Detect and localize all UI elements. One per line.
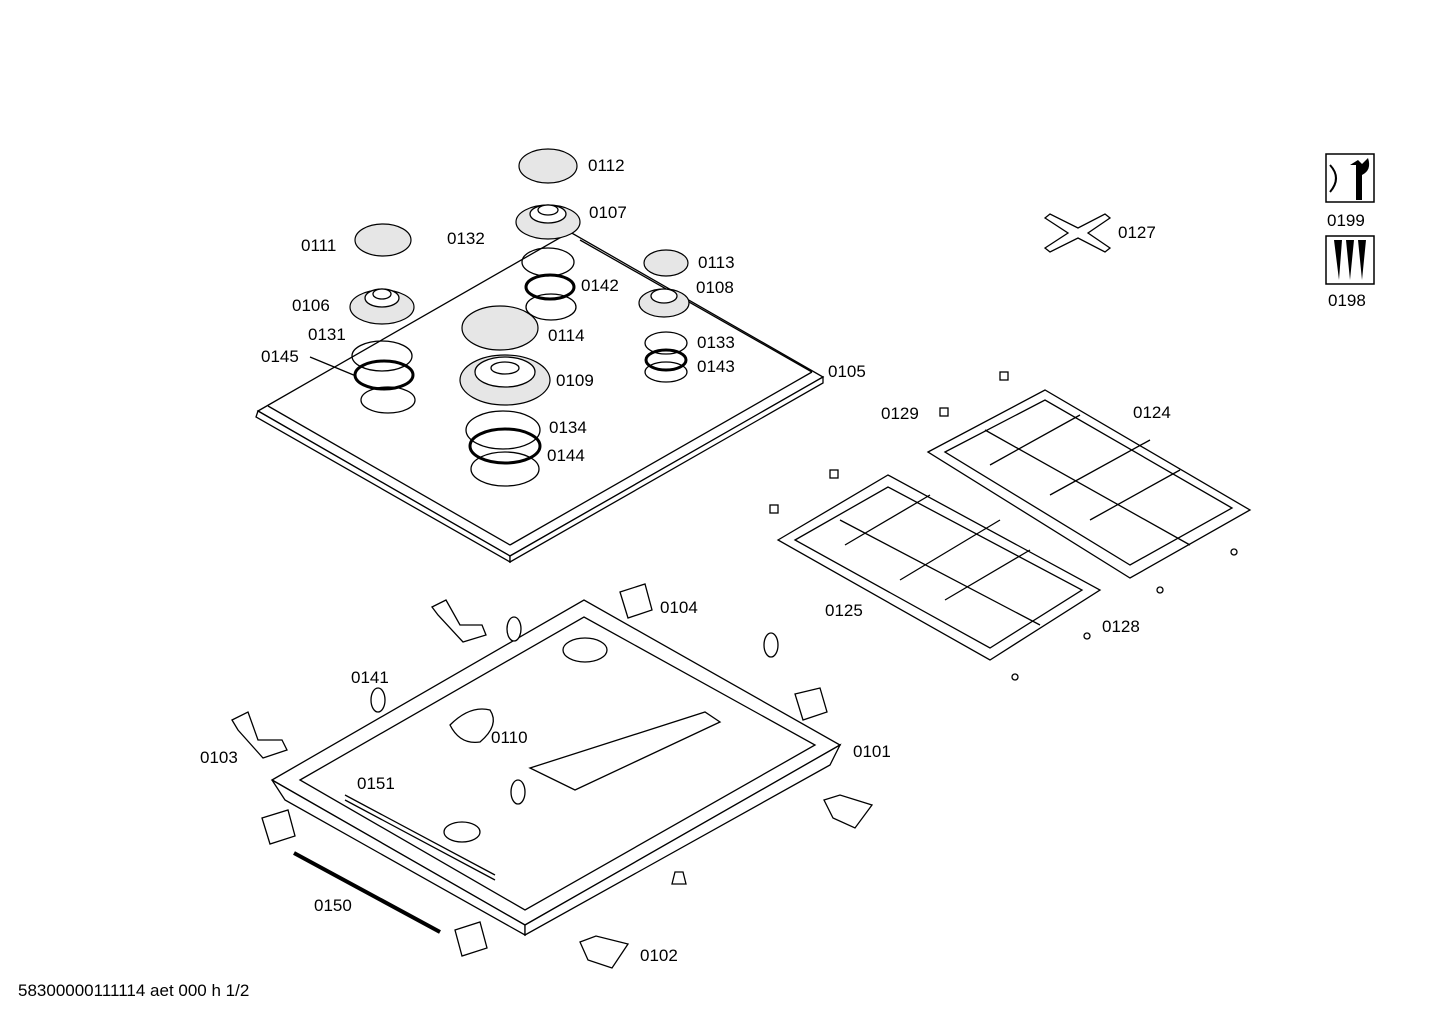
burner-0108 <box>638 288 690 318</box>
label-0111: 0111 <box>301 236 336 255</box>
label-0110: 0110 <box>491 728 528 747</box>
label-0144: 0144 <box>547 446 585 465</box>
screw-part <box>671 871 687 885</box>
label-0128: 0128 <box>1102 617 1140 636</box>
label-0104: 0104 <box>660 598 698 617</box>
label-0113: 0113 <box>698 253 735 272</box>
seal-strip-0150 <box>293 851 441 934</box>
label-0127: 0127 <box>1118 223 1156 242</box>
label-0109: 0109 <box>556 371 594 390</box>
label-0145: 0145 <box>261 347 299 366</box>
drawing-number: 58300000111114 aet 000 h 1/2 <box>18 981 250 1000</box>
seal-rings-0134-0144 <box>465 410 542 487</box>
seal-rings-0132-0142 <box>521 247 577 321</box>
bottom-tray-0101 <box>270 599 842 937</box>
brackets-0103 <box>231 599 487 759</box>
cooktop-plate <box>255 231 825 564</box>
label-0124: 0124 <box>1133 403 1171 422</box>
burner-cap-0112 <box>518 148 578 184</box>
label-0143: 0143 <box>697 357 735 376</box>
pan-support-0124 <box>926 389 1252 579</box>
rubber-feet-0128-0129 <box>769 371 1238 681</box>
wok-adapter-0127 <box>1043 213 1112 253</box>
label-0108: 0108 <box>696 278 734 297</box>
burner-cap-0114 <box>461 305 539 351</box>
label-0107: 0107 <box>589 203 627 222</box>
igniter-0110 <box>449 708 494 744</box>
clamps-0102 <box>579 794 874 969</box>
label-0102: 0102 <box>640 946 678 965</box>
burner-cap-0113 <box>643 249 689 277</box>
burner-0107 <box>515 204 581 240</box>
label-0101: 0101 <box>853 742 891 761</box>
burner-0109 <box>459 354 551 406</box>
label-0150: 0150 <box>314 896 352 915</box>
label-0112: 0112 <box>588 156 625 175</box>
label-0105: 0105 <box>828 362 866 381</box>
label-0103: 0103 <box>200 748 238 767</box>
label-0133: 0133 <box>697 333 735 352</box>
wrench-service-icon <box>1325 153 1375 203</box>
clips-0104 <box>261 583 828 957</box>
label-0151: 0151 <box>357 774 395 793</box>
label-0114: 0114 <box>548 326 585 345</box>
label-0141: 0141 <box>351 668 389 687</box>
label-0132: 0132 <box>447 229 485 248</box>
label-0106: 0106 <box>292 296 330 315</box>
label-0131: 0131 <box>308 325 346 344</box>
pan-support-0125 <box>776 474 1102 661</box>
seal-rings-0133-0143 <box>644 331 688 383</box>
screws-kit-icon <box>1325 235 1375 285</box>
burner-0106 <box>349 288 415 325</box>
label-0199: 0199 <box>1327 211 1365 230</box>
seal-rings-0131-0145 <box>309 340 416 414</box>
label-0129: 0129 <box>881 404 919 423</box>
label-0198: 0198 <box>1328 291 1366 310</box>
label-0134: 0134 <box>549 418 587 437</box>
part-labels: 0199 0198 0112 0107 0111 0132 0113 0142 … <box>200 156 1366 965</box>
knob-spindles-0141 <box>370 616 779 805</box>
label-0125: 0125 <box>825 601 863 620</box>
burner-cap-0111 <box>354 223 412 257</box>
label-0142: 0142 <box>581 276 619 295</box>
